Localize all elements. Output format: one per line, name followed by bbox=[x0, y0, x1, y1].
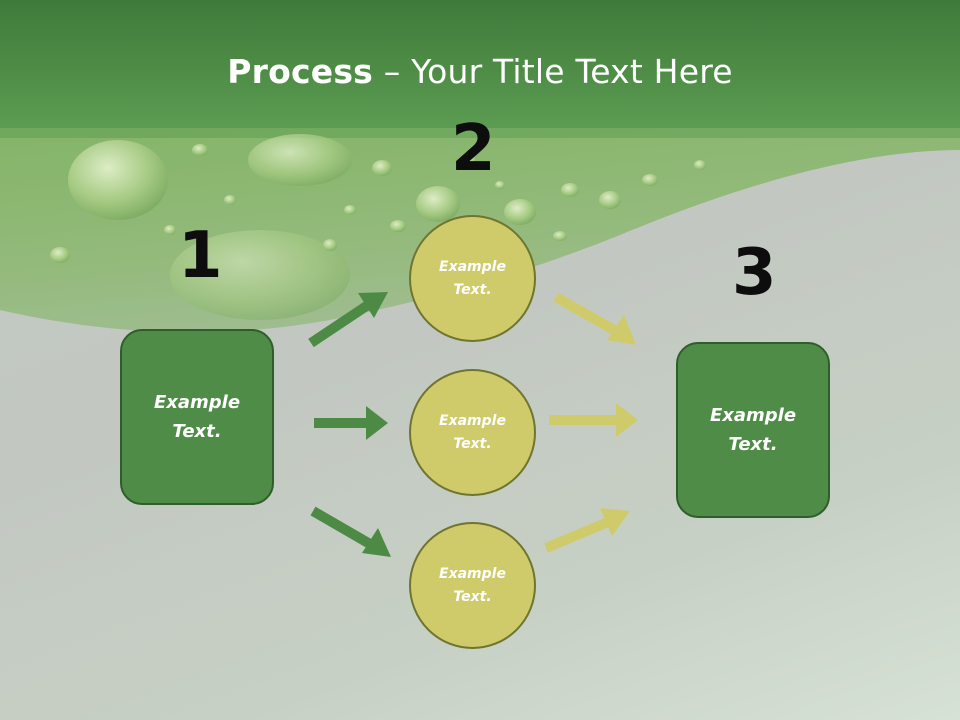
step-2-circle-text: Example Text. bbox=[439, 565, 506, 605]
step-2-circle-bottom: Example Text. bbox=[409, 522, 536, 649]
title-bar: Process – Your Title Text Here bbox=[0, 0, 960, 150]
step-number-3: 3 bbox=[732, 236, 777, 310]
step-1-box: Example Text. bbox=[120, 329, 274, 505]
step-3-text: Example Text. bbox=[709, 405, 797, 455]
step-3-box: Example Text. bbox=[676, 342, 830, 518]
step-2-circle-text: Example Text. bbox=[439, 258, 506, 298]
title-rest: – Your Title Text Here bbox=[373, 52, 733, 91]
step-2-circle-top: Example Text. bbox=[409, 215, 536, 342]
title-bold: Process bbox=[227, 52, 374, 91]
slide-title: Process – Your Title Text Here bbox=[227, 52, 733, 150]
step-2-circle-middle: Example Text. bbox=[409, 369, 536, 496]
step-2-circle-text: Example Text. bbox=[439, 412, 506, 452]
step-number-2: 2 bbox=[451, 112, 496, 186]
step-1-text: Example Text. bbox=[153, 392, 241, 442]
step-number-1: 1 bbox=[178, 219, 223, 293]
